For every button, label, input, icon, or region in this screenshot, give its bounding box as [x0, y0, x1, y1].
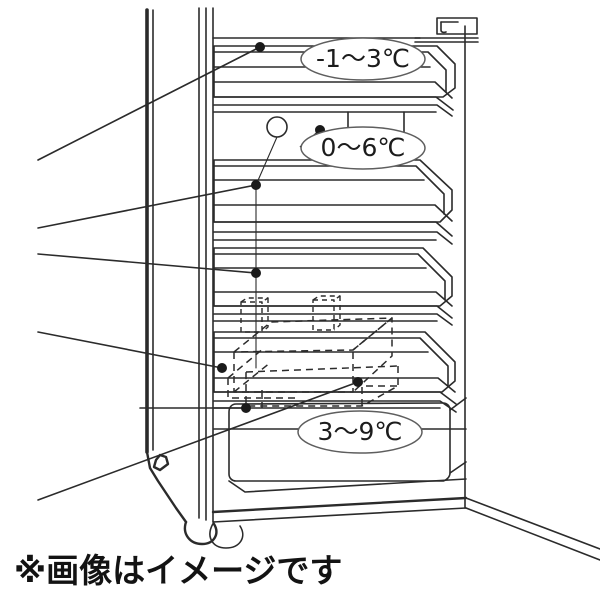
callout-dot [353, 377, 363, 387]
callout-dot [241, 403, 251, 413]
callout-dot [255, 42, 265, 52]
shelf-3 [213, 247, 453, 326]
temperature-label-text: 0〜6℃ [321, 133, 406, 162]
pullout-tray-dashed [227, 295, 399, 408]
temperature-label-text: 3〜9℃ [318, 417, 403, 446]
interior-lamp-icon [266, 116, 288, 138]
temperature-zone-label-middle: 0〜6℃ [300, 126, 426, 170]
shelf-2 [213, 159, 453, 245]
callout-dot [217, 363, 227, 373]
callout-leader-lines [37, 46, 359, 501]
temperature-zone-label-top: -1〜3℃ [300, 37, 426, 81]
bottom-compartment [228, 397, 467, 493]
temperature-label-text: -1〜3℃ [316, 44, 410, 73]
shelf-4 [213, 331, 457, 413]
cabinet-frame [198, 7, 600, 561]
callout-dot-group [217, 42, 363, 413]
image-disclaimer-caption: ※画像はイメージです [14, 551, 343, 590]
callout-dot [251, 180, 261, 190]
callout-dot [251, 268, 261, 278]
temperature-zone-label-bottom: 3〜9℃ [297, 410, 423, 454]
top-control-panel [212, 17, 479, 43]
